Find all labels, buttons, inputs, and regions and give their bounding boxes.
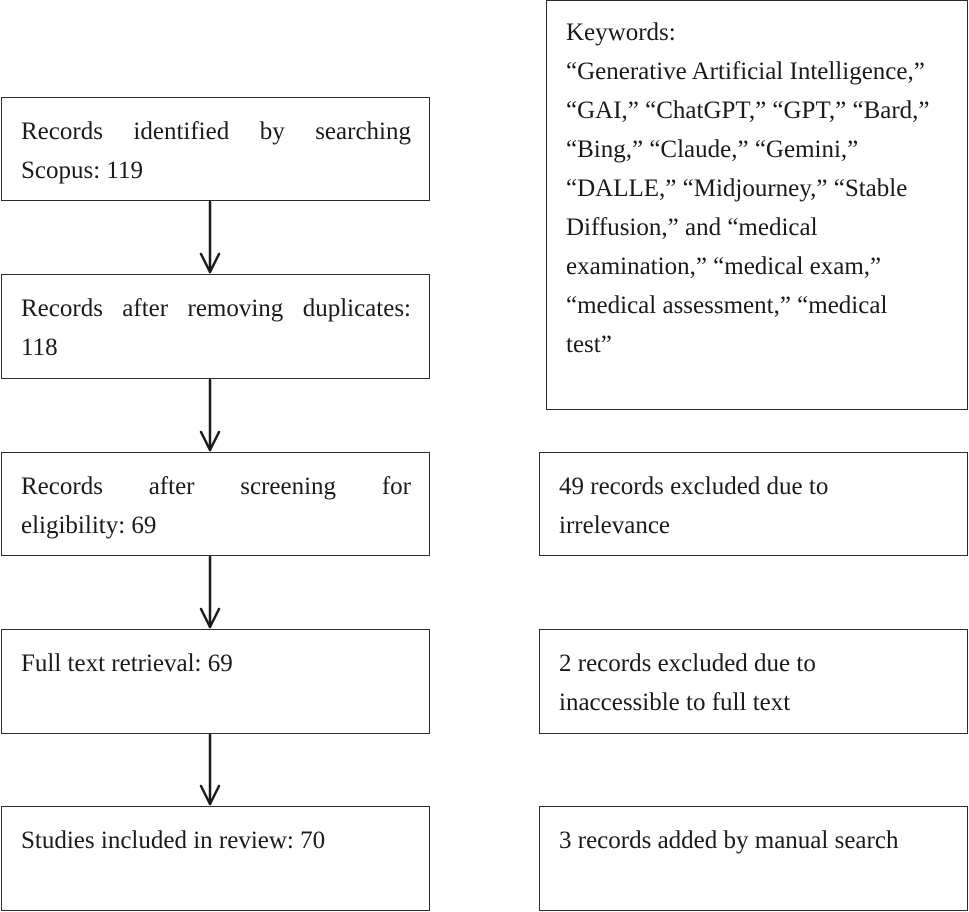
arrow-down-icon (199, 200, 221, 274)
note-excluded-irrelevance-line2: irrelevance (559, 512, 671, 539)
step-records-identified-line2: Scopus: 119 (21, 157, 143, 184)
note-excluded-access-line1: 2 records excluded due to (559, 650, 816, 677)
step-after-duplicates-line2: 118 (21, 334, 58, 361)
keywords-line: examination,” “medical exam,” (566, 253, 882, 280)
note-added-manual: 3 records added by manual search (539, 806, 968, 911)
keywords-line: “Bing,” “Claude,” “Gemini,” (566, 136, 859, 163)
note-excluded-access: 2 records excluded due to inaccessible t… (539, 629, 968, 734)
step-full-text-retrieval: Full text retrieval: 69 (1, 629, 430, 734)
step-full-text-retrieval-line1: Full text retrieval: 69 (21, 650, 233, 677)
step-after-screening-line1: Records after screening for (21, 473, 411, 500)
step-after-duplicates: Records after removing duplicates: 118 (1, 274, 430, 379)
keywords-box: Keywords: “Generative Artificial Intelli… (546, 0, 968, 410)
keywords-line: “medical assessment,” “medical (566, 292, 888, 319)
step-records-identified-line1: Records identified by searching (21, 118, 411, 145)
keywords-title: Keywords: (566, 19, 676, 46)
keywords-line: “GAI,” “ChatGPT,” “GPT,” “Bard,” (566, 97, 930, 124)
step-records-identified: Records identified by searching Scopus: … (1, 97, 430, 201)
keywords-line: “Generative Artificial Intelligence,” (566, 58, 925, 85)
arrow-down-icon (199, 733, 221, 806)
keywords-line: “DALLE,” “Midjourney,” “Stable (566, 175, 908, 202)
note-excluded-irrelevance: 49 records excluded due to irrelevance (539, 452, 968, 556)
arrow-down-icon (199, 555, 221, 629)
note-excluded-irrelevance-line1: 49 records excluded due to (559, 473, 829, 500)
arrow-down-icon (199, 378, 221, 452)
step-after-duplicates-line1: Records after removing duplicates: (21, 295, 411, 322)
step-after-screening-line2: eligibility: 69 (21, 512, 157, 539)
step-studies-included: Studies included in review: 70 (1, 806, 430, 911)
keywords-line: Diffusion,” and “medical (566, 214, 818, 241)
note-added-manual-line1: 3 records added by manual search (559, 827, 899, 854)
keywords-line: test” (566, 331, 612, 358)
step-studies-included-line1: Studies included in review: 70 (21, 827, 326, 854)
step-after-screening: Records after screening for eligibility:… (1, 452, 430, 556)
note-excluded-access-line2: inaccessible to full text (559, 689, 791, 716)
